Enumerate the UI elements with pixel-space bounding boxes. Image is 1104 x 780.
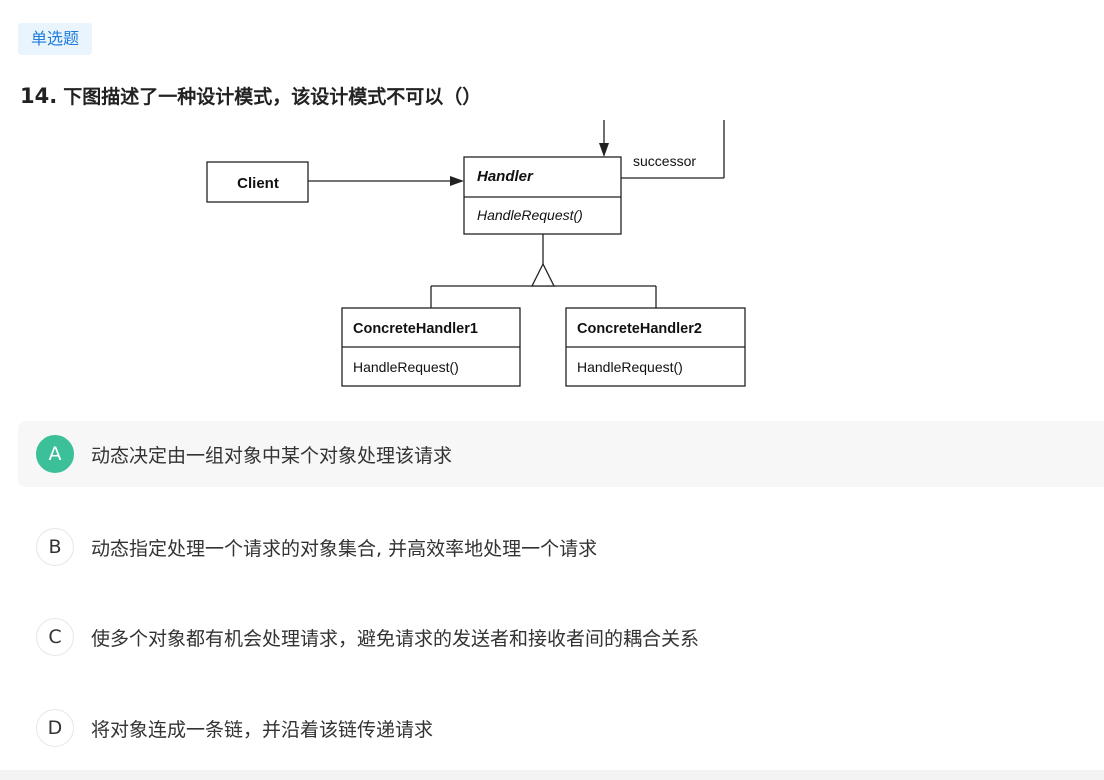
option-c[interactable]: C 使多个对象都有机会处理请求，避免请求的发送者和接收者间的耦合关系: [18, 604, 1104, 670]
successor-arrowhead: [599, 143, 609, 157]
option-d[interactable]: D 将对象连成一条链，并沿着该链传递请求: [18, 695, 1104, 761]
inheritance-triangle: [530, 262, 556, 287]
handler-method-label: HandleRequest(): [477, 207, 583, 223]
option-b[interactable]: B 动态指定处理一个请求的对象集合, 并高效率地处理一个请求: [18, 514, 1104, 580]
client-box: [206, 161, 309, 203]
option-c-text: 使多个对象都有机会处理请求，避免请求的发送者和接收者间的耦合关系: [91, 627, 700, 650]
option-d-text: 将对象连成一条链，并沿着该链传递请求: [91, 718, 434, 741]
question-type-tag: 单选题: [18, 23, 93, 55]
concrete-handler1-method-label: HandleRequest(): [353, 359, 459, 375]
uml-diagram: Client Handler HandleRequest() successor…: [206, 120, 746, 387]
concrete-handler2-label: ConcreteHandler2: [577, 321, 702, 337]
option-c-letter: C: [36, 618, 74, 656]
option-b-text: 动态指定处理一个请求的对象集合, 并高效率地处理一个请求: [91, 537, 598, 560]
option-a-text: 动态决定由一组对象中某个对象处理该请求: [91, 444, 453, 467]
option-a-letter: A: [36, 435, 74, 473]
question-text: 下图描述了一种设计模式，该设计模式不可以（）: [63, 86, 482, 108]
question-number: 14.: [20, 84, 58, 108]
option-a[interactable]: A 动态决定由一组对象中某个对象处理该请求: [18, 421, 1104, 487]
concrete-handler2-method-label: HandleRequest(): [577, 359, 683, 375]
option-d-letter: D: [36, 709, 74, 747]
concrete-handler1-label: ConcreteHandler1: [353, 321, 478, 337]
option-b-letter: B: [36, 528, 74, 566]
client-label: Client: [237, 175, 279, 192]
successor-label: successor: [633, 153, 696, 169]
handler-label: Handler: [477, 168, 534, 185]
question-stem: 14.下图描述了一种设计模式，该设计模式不可以（）: [20, 82, 481, 109]
bottom-divider: [0, 770, 1104, 780]
association-arrowhead: [450, 176, 464, 186]
